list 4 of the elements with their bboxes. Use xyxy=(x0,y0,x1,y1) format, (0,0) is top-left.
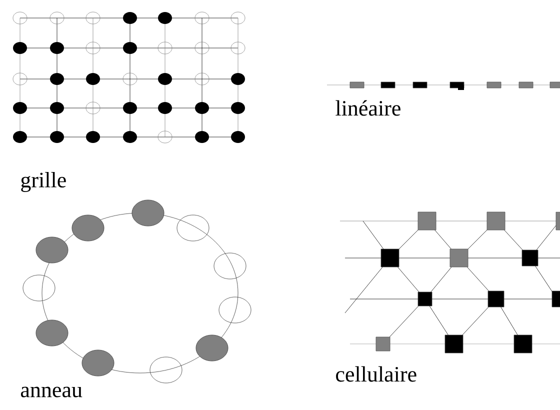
caption: anneau xyxy=(20,386,82,398)
caption: cellulaire xyxy=(336,366,416,382)
caption: linéaire xyxy=(336,100,400,116)
caption: grille xyxy=(21,172,66,192)
